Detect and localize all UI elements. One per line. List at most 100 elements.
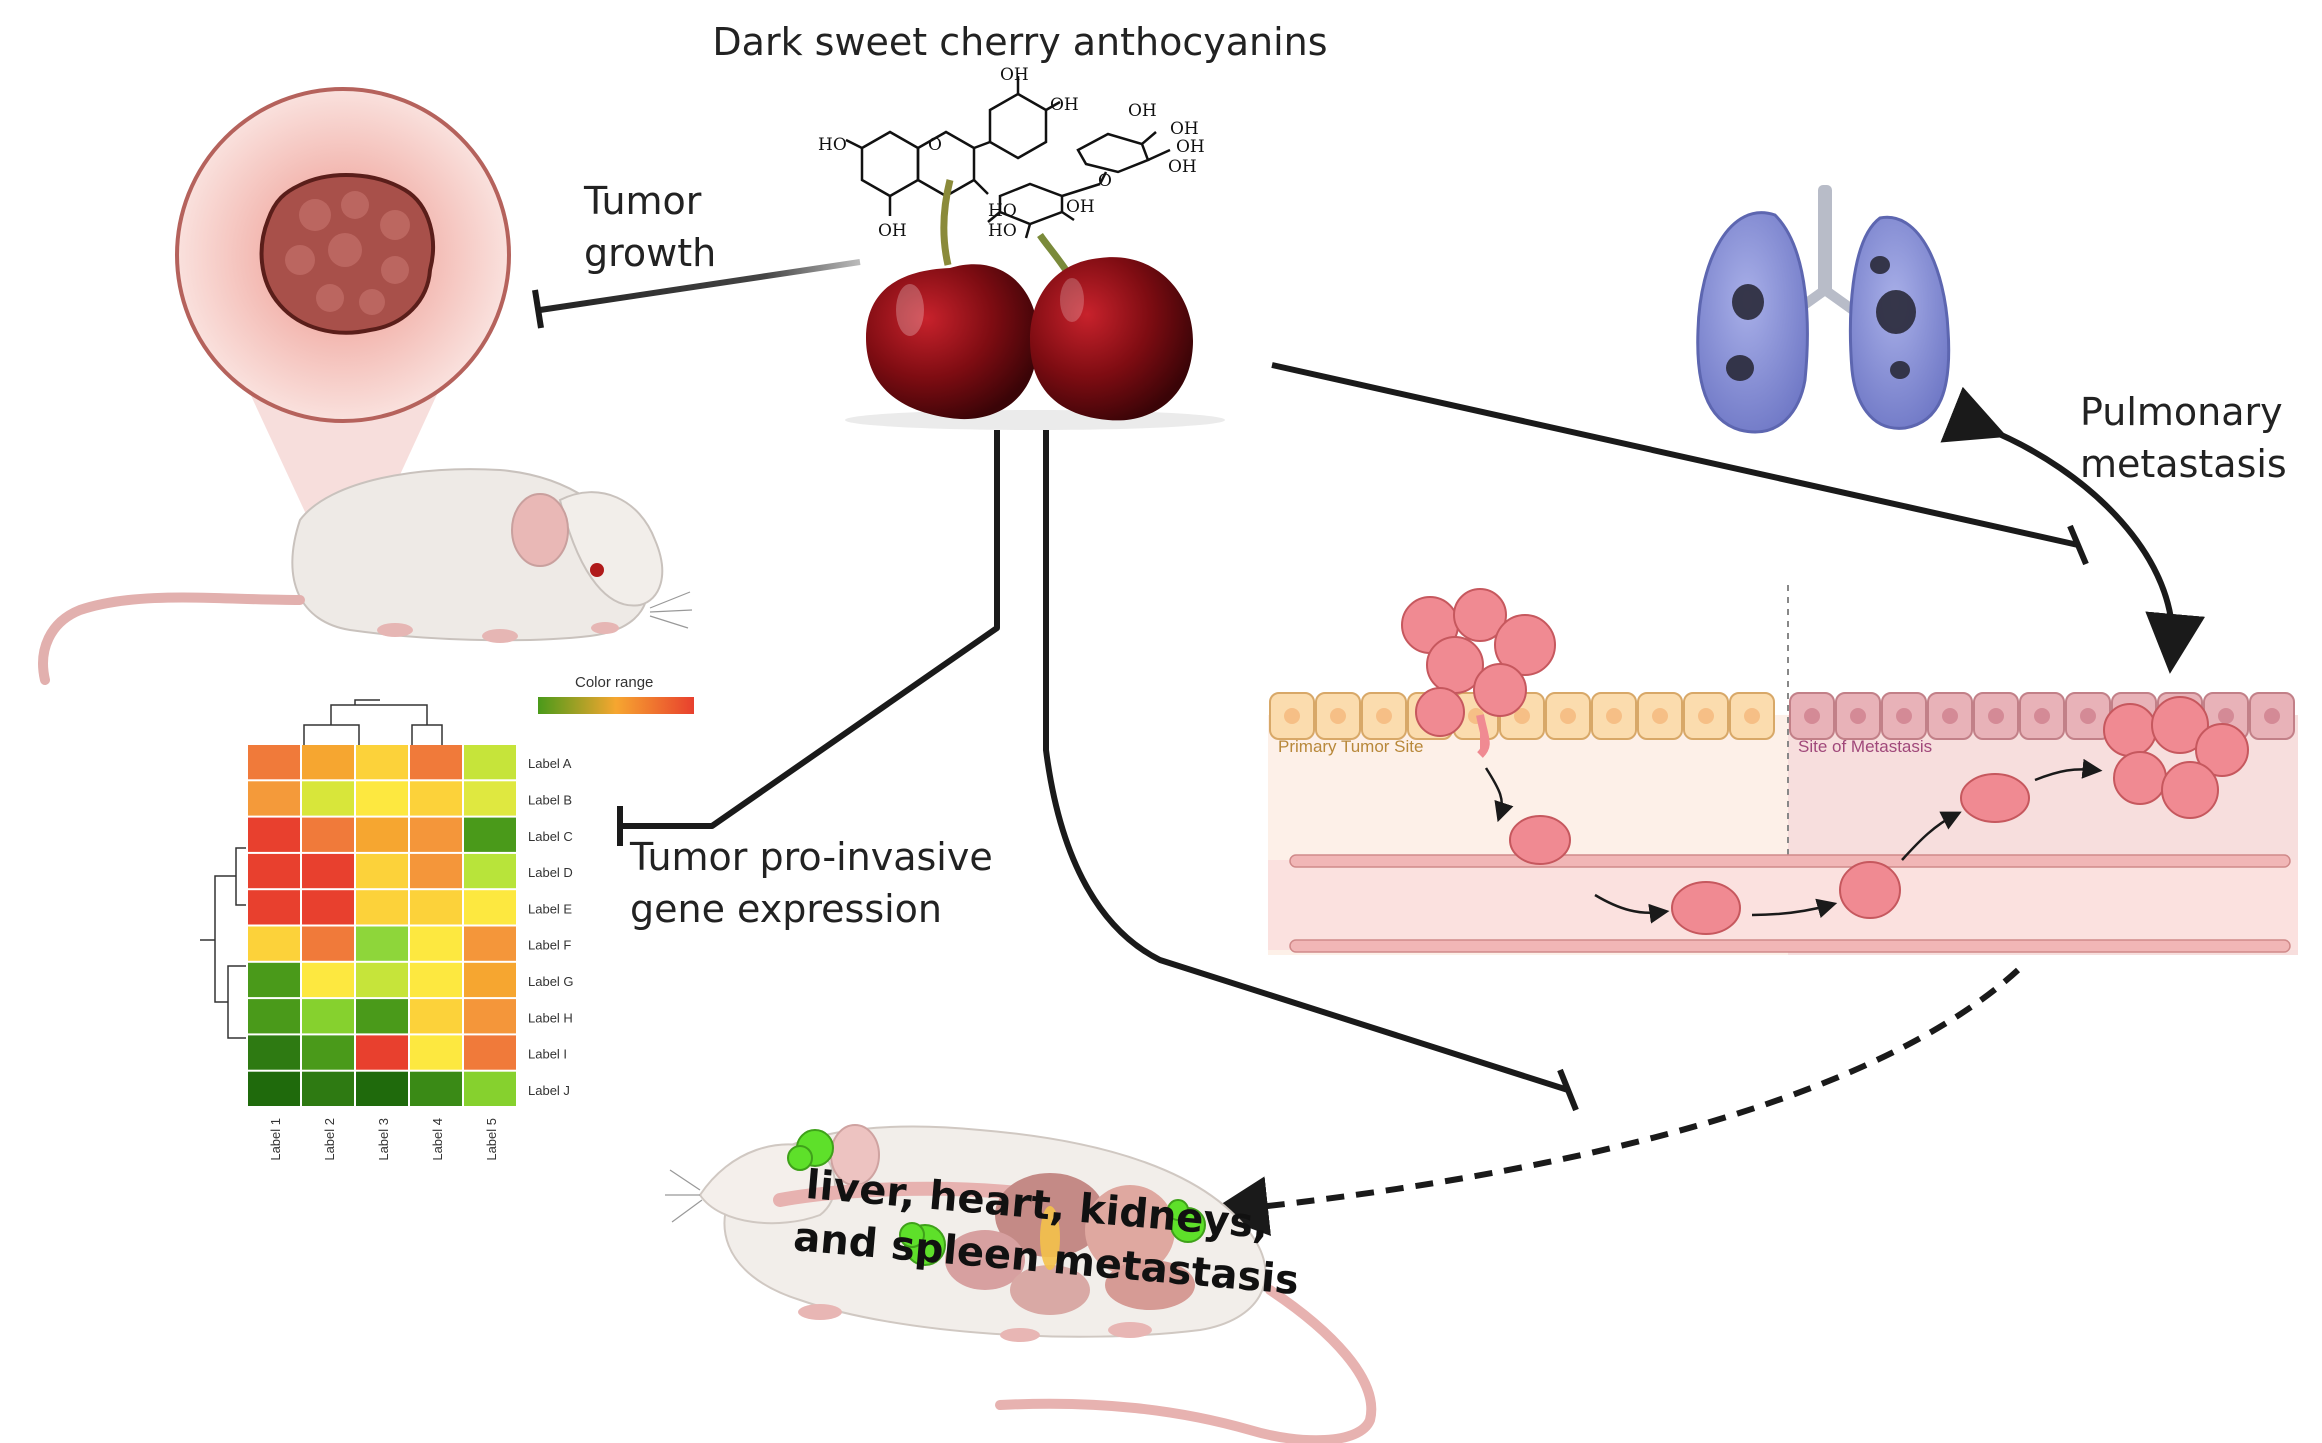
heatmap-cell xyxy=(464,1035,516,1070)
tumor-cell xyxy=(1453,588,1507,642)
heatmap-cell xyxy=(248,890,300,925)
heatmap-cell xyxy=(410,1035,462,1070)
inhibit-pulmonary xyxy=(1271,362,2079,548)
metastasis-tissue-panel: Primary Tumor Site Site of Metastasis xyxy=(1268,585,2298,955)
heatmap-row-label: Label F xyxy=(528,938,571,953)
inhibit-tumor-growth xyxy=(539,259,861,313)
lung-left xyxy=(1696,211,1809,434)
heatmap-col-label: Label 2 xyxy=(322,1118,337,1161)
heatmap-cell xyxy=(356,999,408,1034)
heatmap-cell xyxy=(410,817,462,852)
molecule-group: OH xyxy=(1066,197,1095,217)
heatmap-legend-title: Color range xyxy=(575,674,653,691)
tumor-cell xyxy=(1473,663,1527,717)
cell-nucleus xyxy=(1698,708,1714,724)
inhibition-lines xyxy=(532,259,2206,1236)
heatmap-dendrogram xyxy=(200,699,443,1039)
heatmap-cell xyxy=(356,926,408,961)
heatmap-cell xyxy=(248,1035,300,1070)
metastatic-cell xyxy=(2113,751,2167,805)
migrating-cell xyxy=(1671,881,1741,935)
molecule-group: OH xyxy=(1128,101,1157,121)
lung-lesion xyxy=(1876,290,1916,334)
cell-nucleus xyxy=(2264,708,2280,724)
label-line: Tumor xyxy=(583,179,702,223)
lungs-illustration xyxy=(1696,185,1951,434)
metastatic-cell xyxy=(2103,703,2157,757)
heatmap-cell xyxy=(464,781,516,816)
heatmap-cell xyxy=(356,1035,408,1070)
heatmap-cell xyxy=(464,745,516,780)
heatmap-cell xyxy=(248,926,300,961)
molecule-group: HO xyxy=(988,201,1017,221)
tumor-cell xyxy=(1415,687,1465,737)
heatmap-cell xyxy=(464,962,516,998)
inhibit-gene-expression xyxy=(620,430,1000,829)
primary-tumor-site-label: Primary Tumor Site xyxy=(1278,737,1423,756)
molecule-group: OH xyxy=(1170,119,1199,139)
label-line: gene expression xyxy=(630,887,942,931)
heatmap-cell xyxy=(464,890,516,925)
heatmap-cell xyxy=(302,1071,354,1106)
heatmap-row-label: Label A xyxy=(528,756,572,771)
molecule-group: O xyxy=(928,135,942,155)
label-tumor-growth: Tumor growth xyxy=(583,179,716,275)
heatmap-cell xyxy=(302,999,354,1034)
label-line: growth xyxy=(584,231,716,275)
inhibit-organ-metastasis xyxy=(1043,430,1569,1093)
cell-nucleus xyxy=(1744,708,1760,724)
cherry-left xyxy=(866,264,1039,420)
dashed-metastasis-arrow xyxy=(1208,967,2021,1236)
molecule-group: OH xyxy=(1168,157,1197,177)
cell-nucleus xyxy=(1988,708,2004,724)
heatmap-col-label: Label 1 xyxy=(268,1118,283,1161)
heatmap-cell xyxy=(410,926,462,961)
migrating-cell xyxy=(1839,861,1901,919)
heatmap-cell xyxy=(356,745,408,780)
cell-nucleus xyxy=(1942,708,1958,724)
heatmap-cell xyxy=(356,781,408,816)
cell-nucleus xyxy=(1284,708,1300,724)
cell-nucleus xyxy=(2034,708,2050,724)
heatmap-cell xyxy=(302,926,354,961)
cell-nucleus xyxy=(1652,708,1668,724)
lung-lesion xyxy=(1726,355,1754,381)
heatmap-cell xyxy=(302,817,354,852)
heatmap-row-label: Label D xyxy=(528,865,573,880)
heatmap-color-range-bar xyxy=(538,697,694,714)
heatmap-cell xyxy=(356,853,408,889)
heatmap-cell xyxy=(356,817,408,852)
metastasis-nodule-heart xyxy=(899,1222,925,1248)
lung-tissue-arrow xyxy=(1940,386,2206,674)
heatmap-cell xyxy=(302,781,354,816)
label-line: Pulmonary xyxy=(2080,390,2283,434)
tumor-cell xyxy=(1494,614,1556,676)
metastatic-cell xyxy=(2151,696,2209,754)
heatmap-cell xyxy=(464,999,516,1034)
heatmap-row-label: Label G xyxy=(528,974,574,989)
cherries-illustration xyxy=(845,179,1225,430)
heatmap-cell xyxy=(356,1071,408,1106)
heatmap-col-label: Label 5 xyxy=(484,1118,499,1161)
heatmap-cell xyxy=(302,962,354,998)
molecule-group: HO xyxy=(818,135,847,155)
heatmap-row-label: Label C xyxy=(528,829,573,844)
cell-nucleus xyxy=(1804,708,1820,724)
anthocyanin-molecule: OH OH HO O OH OH HO HO OH OH O OH OH xyxy=(818,65,1205,241)
metastatic-cell xyxy=(2161,761,2219,819)
organ-mouse-illustration: liver, heart, kidneys, and spleen metast… xyxy=(665,1124,1377,1443)
cherry-right xyxy=(1030,257,1194,421)
figure-title: Dark sweet cherry anthocyanins xyxy=(712,20,1327,64)
heatmap-cell xyxy=(464,1071,516,1106)
heatmap-cell xyxy=(248,745,300,780)
heatmap-cell xyxy=(356,962,408,998)
metastasis-site-label: Site of Metastasis xyxy=(1798,737,1932,756)
cell-nucleus xyxy=(1850,708,1866,724)
cell-nucleus xyxy=(1514,708,1530,724)
metastasis-nodule-brain xyxy=(787,1145,813,1171)
heatmap-row-label: Label H xyxy=(528,1010,573,1025)
heatmap-cell xyxy=(248,817,300,852)
heatmap-cell xyxy=(464,853,516,889)
